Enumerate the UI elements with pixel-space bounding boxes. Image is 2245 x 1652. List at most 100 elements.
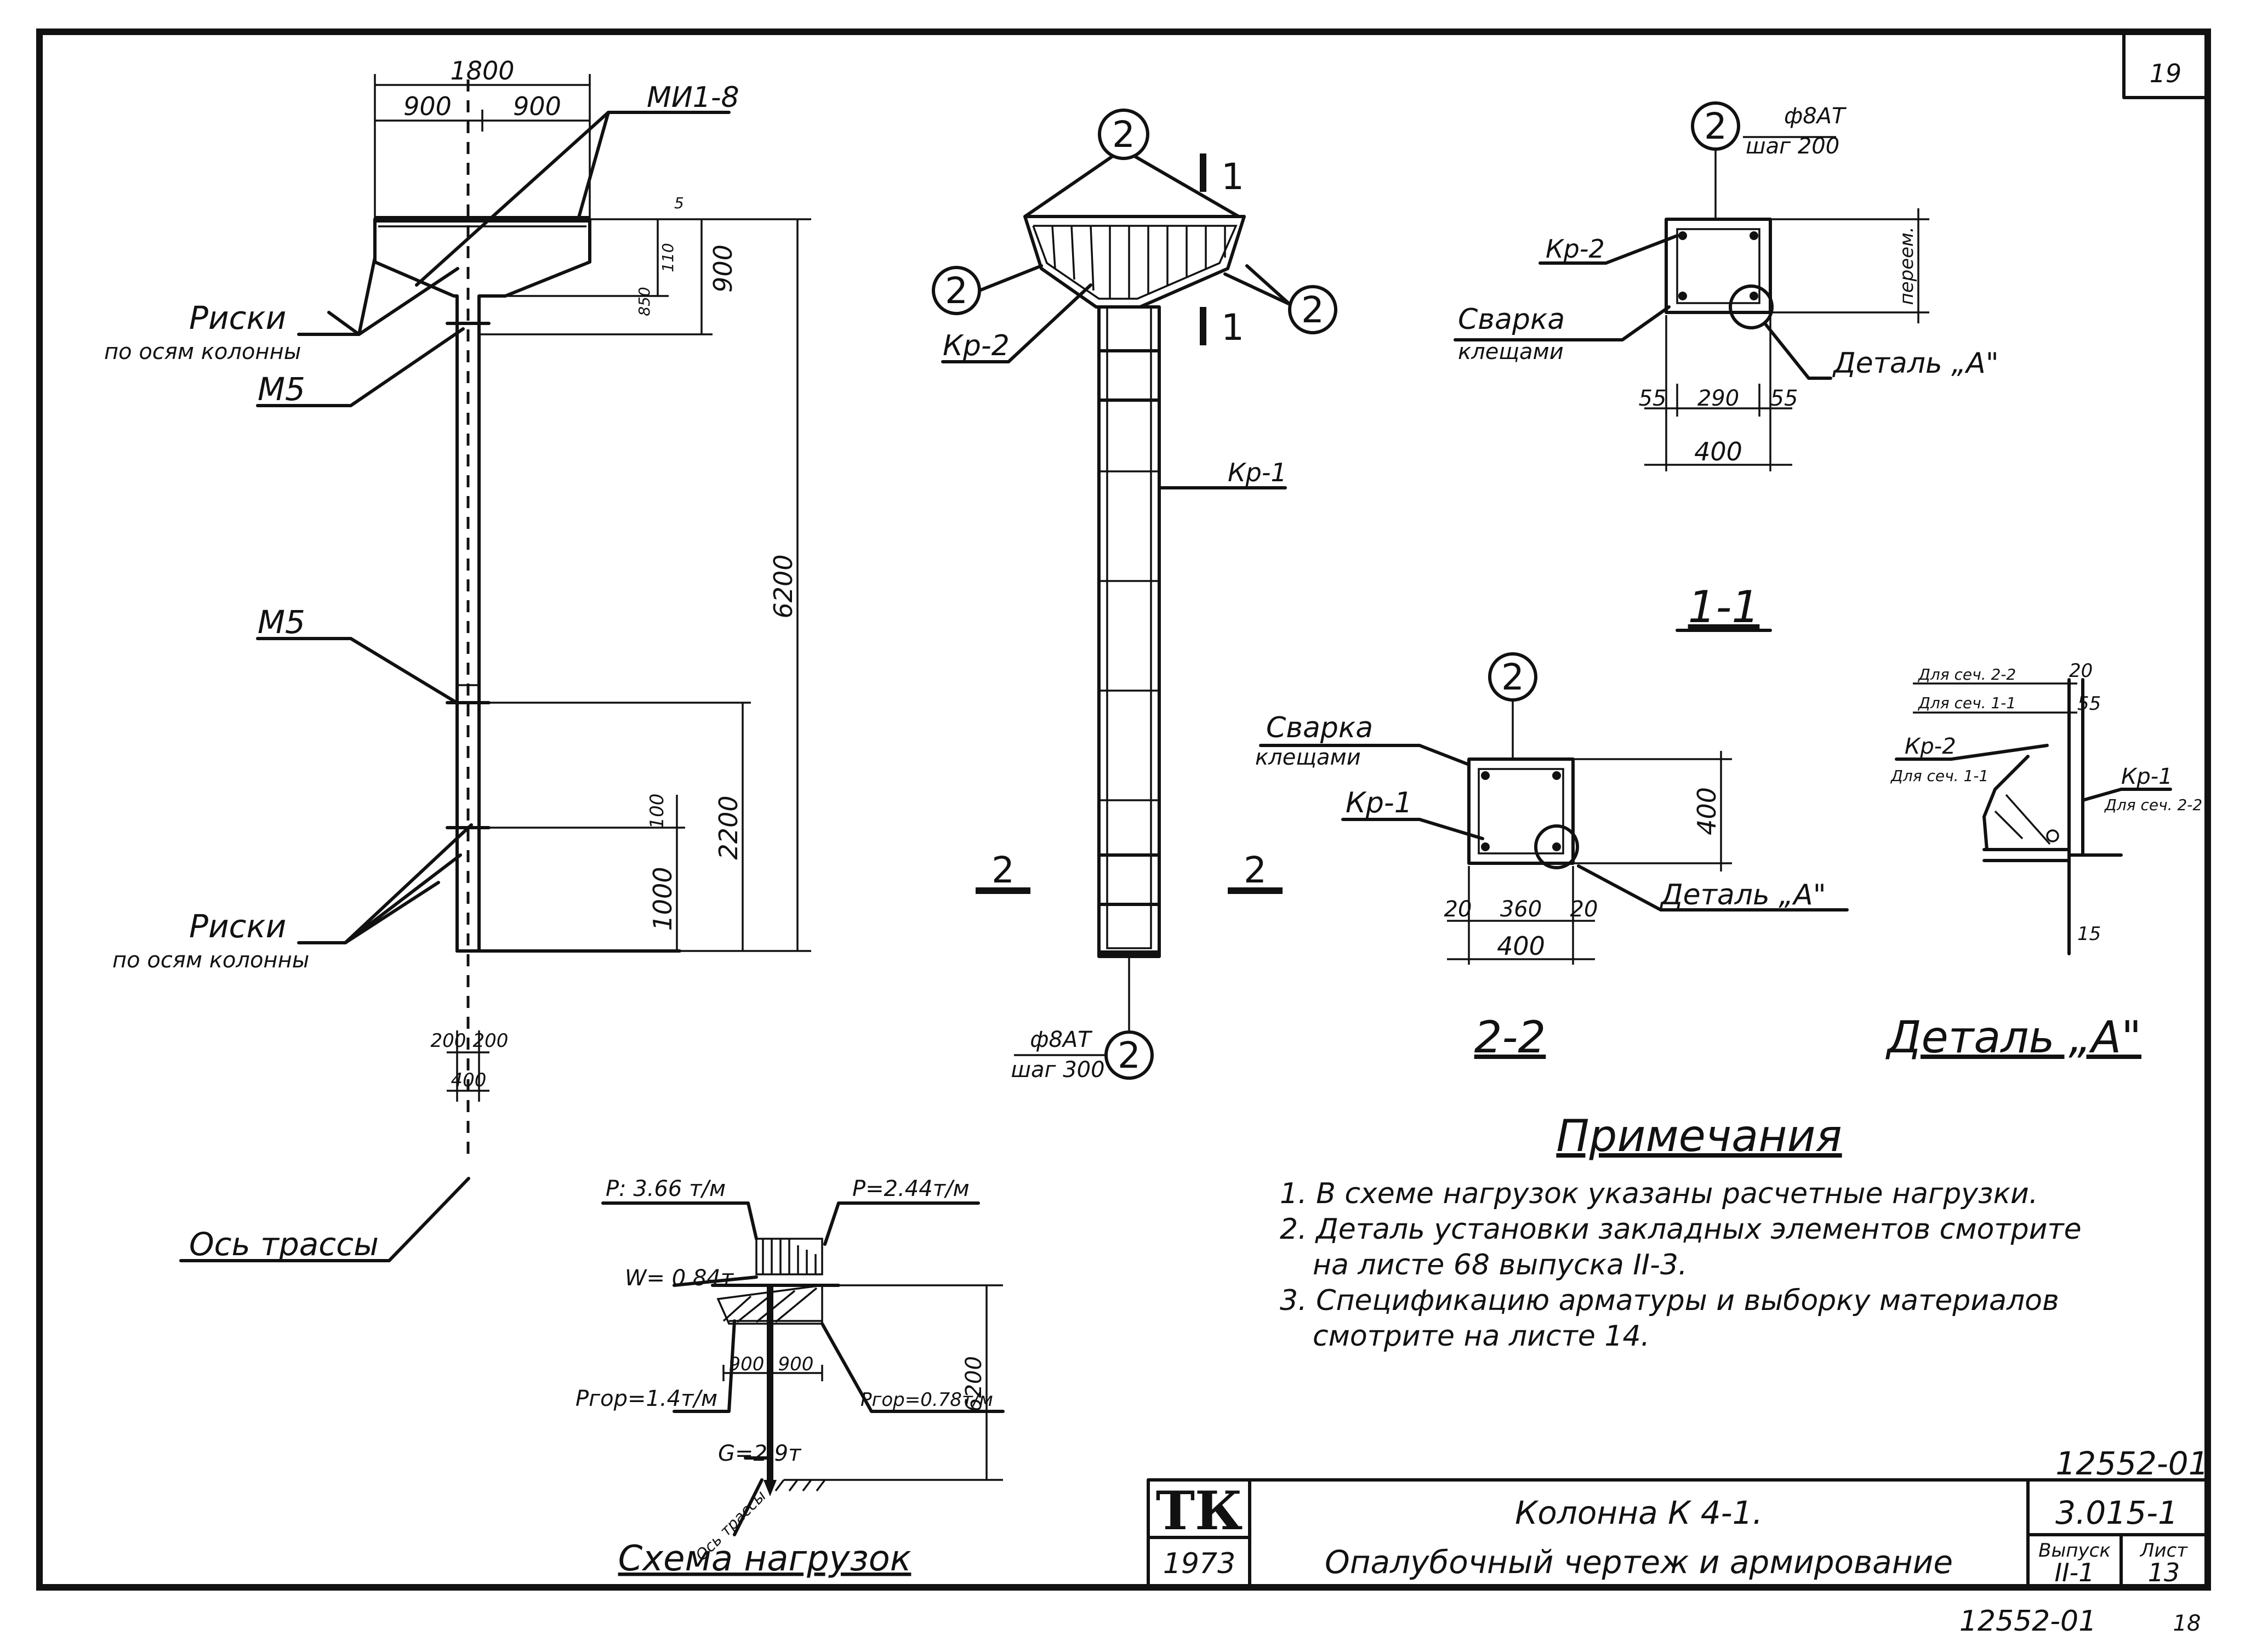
load-title: Схема нагрузок bbox=[618, 1539, 911, 1579]
title-series: 3.015-1 bbox=[2055, 1494, 2178, 1531]
label-riski-top-sub: по осям колонны bbox=[104, 339, 301, 364]
reinf-marker-left: 2 bbox=[945, 270, 968, 312]
notes-line-1: 1. В схеме нагрузок указаны расчетные на… bbox=[1280, 1177, 2038, 1210]
sec22-label-svarka: Сварка bbox=[1266, 711, 1373, 744]
sec11-bar: ф8АТ bbox=[1784, 104, 1847, 129]
notes-line-3: на листе 68 выпуска II-3. bbox=[1313, 1249, 1687, 1281]
dim-width-400: 400 bbox=[451, 1069, 487, 1091]
load-scheme bbox=[601, 1201, 1005, 1536]
sec22-dim-360: 360 bbox=[1500, 897, 1542, 922]
dim-half-left: 900 bbox=[403, 92, 452, 121]
dim-110: 110 bbox=[659, 243, 677, 272]
sec11-label-kleshchami: клещами bbox=[1458, 339, 1564, 364]
reinf-cut-2-right: 2 bbox=[1244, 849, 1267, 891]
sec22-dim-height-400: 400 bbox=[1692, 787, 1722, 835]
load-dim-900-left: 900 bbox=[729, 1353, 765, 1375]
dim-850: 850 bbox=[635, 287, 653, 316]
sec11-label-side: переем. bbox=[1896, 226, 1918, 305]
detail-label-kr2: Кр-2 bbox=[1905, 734, 1956, 759]
dim-half-right: 900 bbox=[513, 92, 561, 121]
sec22-label-kr1: Кр-1 bbox=[1346, 787, 1412, 819]
detail-title: Деталь „А" bbox=[1885, 1012, 2141, 1063]
label-m5-top: М5 bbox=[258, 371, 305, 408]
column-elevation bbox=[179, 74, 811, 1262]
reinf-label-kr2: Кр-2 bbox=[943, 329, 1010, 362]
sec11-marker: 2 bbox=[1704, 105, 1727, 147]
load-dim-height: 6200 bbox=[961, 1356, 987, 1412]
sec22-label-detail: Деталь „А" bbox=[1660, 879, 1826, 912]
detail-dim-55: 55 bbox=[2077, 693, 2101, 715]
sec22-dim-20-left: 20 bbox=[1444, 897, 1472, 922]
dim-2200: 2200 bbox=[714, 795, 743, 859]
dim-1000: 1000 bbox=[648, 867, 677, 931]
title-issue-value: II-1 bbox=[2055, 1558, 2095, 1587]
notes-title: Примечания bbox=[1556, 1110, 1842, 1161]
label-riski-bottom: Риски bbox=[189, 908, 286, 945]
section-2-2 bbox=[1259, 652, 1849, 965]
dim-200-right: 200 bbox=[473, 1030, 509, 1052]
label-riski-top: Риски bbox=[189, 299, 286, 337]
reinf-bottom-step: шаг 300 bbox=[1011, 1057, 1104, 1083]
reinf-marker-bottom: 2 bbox=[1118, 1034, 1141, 1076]
sec11-label-svarka: Сварка bbox=[1458, 303, 1565, 336]
title-issue-label: Выпуск bbox=[2038, 1540, 2111, 1562]
sec22-label-kleshchami: клещами bbox=[1255, 745, 1361, 770]
reinf-bottom-bar: ф8АТ bbox=[1030, 1027, 1093, 1052]
title-line-2: Опалубочный чертеж и армирование bbox=[1325, 1543, 1953, 1581]
detail-dim-20: 20 bbox=[2069, 660, 2093, 682]
label-m5-mid: М5 bbox=[258, 603, 305, 641]
load-p-left: Р: 3.66 т/м bbox=[606, 1176, 726, 1201]
title-sheet-label: Лист bbox=[2139, 1540, 2188, 1562]
sec11-title: 1-1 bbox=[1688, 582, 1760, 633]
load-g: G=2.9т bbox=[718, 1441, 802, 1466]
sec11-step: шаг 200 bbox=[1746, 134, 1839, 159]
notes-line-4: 3. Спецификацию арматуры и выборку матер… bbox=[1280, 1284, 2059, 1317]
sec22-marker: 2 bbox=[1501, 656, 1524, 698]
sec11-label-detail: Деталь „А" bbox=[1832, 347, 1999, 380]
notes-line-5: смотрите на листе 14. bbox=[1313, 1320, 1650, 1353]
reinforcement-view bbox=[932, 109, 1337, 1080]
dim-column-height: 6200 bbox=[768, 554, 798, 618]
dim-head-height: 900 bbox=[708, 244, 738, 293]
title-sheet-value: 13 bbox=[2148, 1558, 2180, 1587]
reinf-marker-right: 2 bbox=[1301, 289, 1324, 331]
detail-label-sech22: Для сеч. 2-2 bbox=[1917, 665, 2016, 683]
sec22-dim-400: 400 bbox=[1497, 931, 1545, 961]
dim-total-width: 1800 bbox=[450, 56, 514, 86]
load-pgor-left: Ргор=1.4т/м bbox=[576, 1386, 717, 1411]
dim-top-5: 5 bbox=[674, 194, 684, 212]
reinf-marker-top: 2 bbox=[1112, 113, 1135, 156]
title-org: ТК bbox=[1156, 1480, 1243, 1542]
title-code-below: 12552-01 bbox=[1959, 1605, 2096, 1638]
sec11-label-kr2: Кр-2 bbox=[1546, 234, 1605, 264]
reinf-label-kr1: Кр-1 bbox=[1228, 458, 1287, 487]
load-pgor-right: Ргор=0.78т/м bbox=[861, 1389, 993, 1411]
detail-label-kr2-sub: Для сеч. 1-1 bbox=[1890, 767, 1988, 785]
sec22-dim-20-right: 20 bbox=[1570, 897, 1598, 922]
sec11-dim-290: 290 bbox=[1697, 386, 1739, 411]
title-line-1: Колонна К 4-1. bbox=[1515, 1494, 1763, 1531]
notes-line-2: 2. Деталь установки закладных элементов … bbox=[1280, 1213, 2082, 1246]
sec11-dim-400: 400 bbox=[1694, 437, 1742, 466]
reinf-cut-mark-bottom: 1 bbox=[1221, 306, 1244, 349]
label-mi1-8: МИ1-8 bbox=[647, 81, 739, 114]
sec11-dim-55-right: 55 bbox=[1770, 386, 1798, 411]
sec22-title: 2-2 bbox=[1474, 1012, 1546, 1063]
sec11-dim-55-left: 55 bbox=[1639, 386, 1667, 411]
detail-dim-15: 15 bbox=[2077, 923, 2101, 945]
title-block bbox=[1147, 1478, 2208, 1588]
detail-label-sech11: Для сеч. 1-1 bbox=[1917, 694, 2016, 712]
load-w: W= 0.84т bbox=[625, 1266, 734, 1291]
title-code-above: 12552-01 bbox=[2055, 1445, 2208, 1482]
reinf-cut-mark-top: 1 bbox=[1221, 156, 1244, 198]
title-corner-mark: 18 bbox=[2173, 1611, 2201, 1636]
label-os-trassy: Ось трассы bbox=[189, 1226, 379, 1263]
label-riski-bottom-sub: по осям колонны bbox=[112, 948, 309, 973]
title-year: 1973 bbox=[1163, 1547, 1235, 1580]
reinf-cut-2-left: 2 bbox=[992, 849, 1015, 891]
detail-label-kr1: Кр-1 bbox=[2121, 764, 2173, 789]
sheet-frame bbox=[36, 29, 2211, 1591]
dim-200-left: 200 bbox=[431, 1030, 466, 1052]
load-dim-900-right: 900 bbox=[778, 1353, 814, 1375]
